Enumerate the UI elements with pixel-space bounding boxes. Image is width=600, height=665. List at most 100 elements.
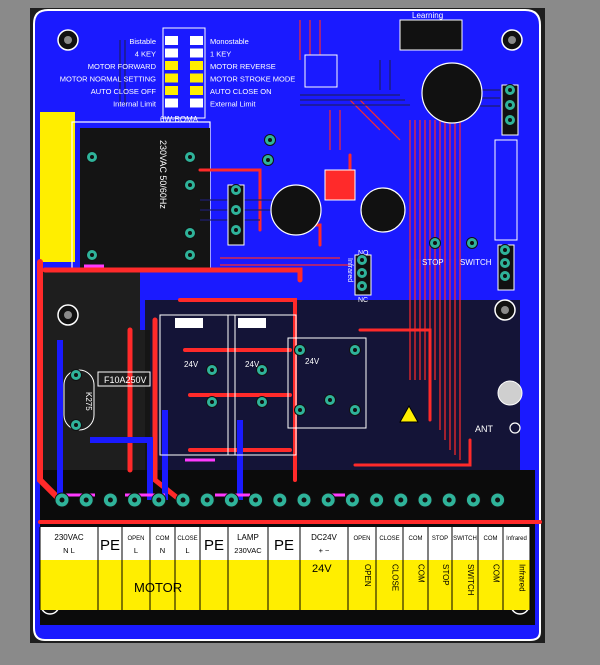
component-pad-hole xyxy=(508,103,512,107)
mcu-chip xyxy=(304,54,338,88)
learning-button xyxy=(399,19,463,51)
dc-bottom-label: 24V xyxy=(312,563,332,575)
ant-pad xyxy=(509,422,521,434)
fuse-label: F10A250V xyxy=(104,375,147,385)
terminal-pad-hole xyxy=(422,497,428,503)
component-pad-hole xyxy=(188,155,192,159)
terminal-label: OPEN xyxy=(127,536,144,542)
component-pad-hole xyxy=(503,248,507,252)
relay-c-label: 24V xyxy=(305,357,320,366)
terminal-pad-hole xyxy=(495,497,501,503)
nc-label: NC xyxy=(358,297,368,304)
terminal-vertical-label: OPEN xyxy=(363,564,372,587)
terminal-pad-hole xyxy=(349,497,355,503)
component-pad-hole xyxy=(508,118,512,122)
dip-toggle-left xyxy=(165,73,178,83)
dip-left-label: MOTOR FORWARD xyxy=(88,62,157,71)
terminal-pad-hole xyxy=(301,497,307,503)
terminal-sublabel: L xyxy=(134,546,138,555)
dip-right-label: Monostable xyxy=(210,37,249,46)
terminal-sublabel: N xyxy=(160,546,165,555)
dip-toggle-left xyxy=(165,48,178,58)
relays: 24V 24V 24V xyxy=(159,314,367,456)
dip-left-label: AUTO CLOSE OFF xyxy=(91,87,157,96)
dip-toggle-right xyxy=(190,86,203,95)
dip-toggle-right xyxy=(190,73,203,83)
dip-left-label: Bistable xyxy=(129,37,156,46)
terminal-pad-hole xyxy=(374,497,380,503)
terminal-vertical-label: SWITCH xyxy=(466,564,475,596)
component-pad-hole xyxy=(234,208,238,212)
hv-warning-icon xyxy=(399,404,419,423)
component-pad-hole xyxy=(90,155,94,159)
component-pad-hole xyxy=(360,271,364,275)
terminal-pad-hole xyxy=(156,497,162,503)
component-pad-hole xyxy=(298,408,302,412)
transformer-body xyxy=(80,128,210,268)
motor-label: MOTOR xyxy=(134,580,182,595)
terminal-sublabel: 230VAC xyxy=(234,546,262,555)
terminal-label: OPEN xyxy=(353,536,370,542)
terminal-pad-hole xyxy=(470,497,476,503)
terminal-label: 230VAC xyxy=(54,533,83,542)
terminal-label: DC24V xyxy=(311,533,337,542)
terminal-label: COM xyxy=(409,536,423,542)
terminal-vertical-label: COM xyxy=(417,564,426,583)
no-label: NO xyxy=(358,250,369,257)
terminal-pad-hole xyxy=(228,497,234,503)
dip-right-label: MOTOR REVERSE xyxy=(210,62,276,71)
terminal-pad-hole xyxy=(253,497,259,503)
component-pad-hole xyxy=(188,183,192,187)
component-pad-hole xyxy=(503,261,507,265)
terminal-label: PE xyxy=(204,537,224,554)
terminal-pad-hole xyxy=(398,497,404,503)
terminal-label: CLOSE xyxy=(379,536,399,542)
learning-label: Learning xyxy=(412,11,443,20)
component-pad-hole xyxy=(260,400,264,404)
terminal-sublabel: L xyxy=(185,546,189,555)
ic-red xyxy=(324,169,356,201)
dip-toggle-right xyxy=(190,36,203,45)
terminal-label: CLOSE xyxy=(177,536,197,542)
terminal-label: Infrared xyxy=(506,536,527,542)
component-pad-hole xyxy=(188,253,192,257)
component-pad-hole xyxy=(74,423,78,427)
component-pad-hole xyxy=(90,253,94,257)
component-pad-hole xyxy=(328,398,332,402)
dip-left-label: MOTOR NORMAL SETTING xyxy=(60,75,156,84)
stop-label: STOP xyxy=(422,258,444,267)
terminal-label: SWITCH xyxy=(453,536,477,542)
varistor-label: K275 xyxy=(84,392,93,411)
component-pad-hole xyxy=(508,88,512,92)
relay-a-label: 24V xyxy=(184,360,199,369)
terminal-pad-hole xyxy=(107,497,113,503)
dip-right-label: 1 KEY xyxy=(210,50,231,59)
terminal-pad-hole xyxy=(277,497,283,503)
terminal-pad-hole xyxy=(180,497,186,503)
fuse-outline xyxy=(97,371,151,387)
component-pad-hole xyxy=(234,228,238,232)
component-pad-hole xyxy=(210,368,214,372)
terminal-sublabel: + − xyxy=(319,546,330,555)
component-pad-hole xyxy=(74,373,78,377)
component-pad-hole xyxy=(266,158,270,162)
blue-traces xyxy=(57,340,243,500)
terminal-label: PE xyxy=(274,537,294,554)
terminal-vertical-label: CLOSE xyxy=(391,564,400,591)
component-pad-hole xyxy=(433,241,437,245)
dip-right-label: MOTOR STROKE MODE xyxy=(210,75,295,84)
terminal-vertical-label: STOP xyxy=(441,564,450,586)
terminal-pad-hole xyxy=(59,497,65,503)
terminal-label: PE xyxy=(100,537,120,554)
dip-toggle-right xyxy=(190,98,203,108)
terminal-pad-hole xyxy=(204,497,210,503)
dip-toggle-left xyxy=(165,61,178,70)
terminal-pad-hole xyxy=(83,497,89,503)
dip-right-label: AUTO CLOSE ON xyxy=(210,87,272,96)
dip-toggle-left xyxy=(165,86,178,95)
terminal-label: COM xyxy=(484,536,498,542)
terminal-label: COM xyxy=(156,536,170,542)
